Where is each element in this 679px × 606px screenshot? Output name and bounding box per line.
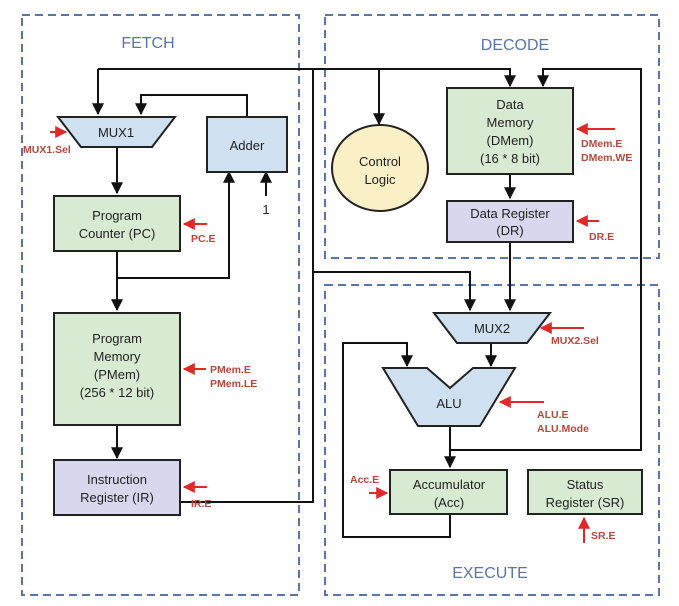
mux2-label: MUX2 <box>474 321 510 336</box>
sr-label-line2: Register (SR) <box>546 495 625 510</box>
acc-e-signal: Acc.E <box>350 474 379 486</box>
program-memory-block: Program Memory (PMem) (256 * 12 bit) <box>53 312 181 426</box>
instruction-register-block: Instruction Register (IR) <box>53 459 181 516</box>
pmem-le-signal: PMem.LE <box>210 378 257 390</box>
dr-label-line2: (DR) <box>496 223 523 238</box>
adder-block: Adder <box>206 116 288 173</box>
pmem-label-line4: (256 * 12 bit) <box>80 385 154 400</box>
ir-e-signal: IR.E <box>191 498 211 510</box>
dmem-label-line1: Data <box>496 97 524 112</box>
acc-label-line2: (Acc) <box>434 495 464 510</box>
mux1-block: MUX1 <box>55 116 178 148</box>
pmem-label-line3: (PMem) <box>94 367 140 382</box>
acc-label-line1: Accumulator <box>413 477 486 492</box>
sr-e-signal: SR.E <box>591 530 616 542</box>
pmem-label-line1: Program <box>92 331 142 346</box>
fetch-label: FETCH <box>121 35 174 52</box>
adder-to-mux1-wire <box>135 94 248 118</box>
control-label-line2: Logic <box>364 172 396 187</box>
data-memory-block: Data Memory (DMem) (16 * 8 bit) <box>446 87 574 175</box>
sr-label-line1: Status <box>567 477 604 492</box>
mux2-block: MUX2 <box>431 312 553 344</box>
status-register-block: Status Register (SR) <box>527 469 643 515</box>
data-register-block: Data Register (DR) <box>446 200 574 243</box>
pc-label-line2: Counter (PC) <box>79 226 156 241</box>
pmem-label-line2: Memory <box>94 349 141 364</box>
mux1-label: MUX1 <box>98 125 134 140</box>
ir-label-line2: Register (IR) <box>80 490 154 505</box>
pmem-e-signal: PMem.E <box>210 364 251 376</box>
adder-label: Adder <box>230 138 265 153</box>
bus-to-mux2-wire <box>313 271 476 312</box>
ir-label-line1: Instruction <box>87 472 147 487</box>
pc-label-line1: Program <box>92 208 142 223</box>
control-label-line1: Control <box>359 154 401 169</box>
decode-stage-box <box>324 14 660 259</box>
program-counter-block: Program Counter (PC) <box>53 195 181 252</box>
mux1-sel-signal: MUX1.Sel <box>23 144 71 156</box>
dmem-e-signal: DMem.E <box>581 138 622 150</box>
pc-to-adder-wire <box>117 170 235 279</box>
dr-e-signal: DR.E <box>589 231 614 243</box>
fetch-stage-box <box>21 14 300 596</box>
alu-to-dmem-feedback-wire <box>450 68 642 451</box>
adder-constant-one: 1 <box>262 202 269 217</box>
alu-mode-signal: ALU.Mode <box>537 423 589 435</box>
dmem-label-line2: Memory <box>487 115 534 130</box>
dmem-we-signal: DMem.WE <box>581 152 632 164</box>
control-logic-block: Control Logic <box>331 124 429 212</box>
alu-block: ALU <box>381 367 517 427</box>
dmem-label-line4: (16 * 8 bit) <box>480 151 540 166</box>
decode-label: DECODE <box>481 37 549 54</box>
dr-label-line1: Data Register <box>470 206 550 221</box>
execute-stage-box <box>324 284 660 596</box>
alu-e-signal: ALU.E <box>537 409 569 421</box>
pc-e-signal: PC.E <box>191 233 216 245</box>
dmem-label-line3: (DMem) <box>487 133 534 148</box>
accumulator-block: Accumulator (Acc) <box>389 469 508 515</box>
mux2-sel-signal: MUX2.Sel <box>551 335 599 347</box>
execute-label: EXECUTE <box>452 565 528 582</box>
top-bus-to-dmem-wire <box>98 68 516 88</box>
acc-to-alu-feedback-wire <box>342 342 451 538</box>
alu-label: ALU <box>436 396 461 411</box>
